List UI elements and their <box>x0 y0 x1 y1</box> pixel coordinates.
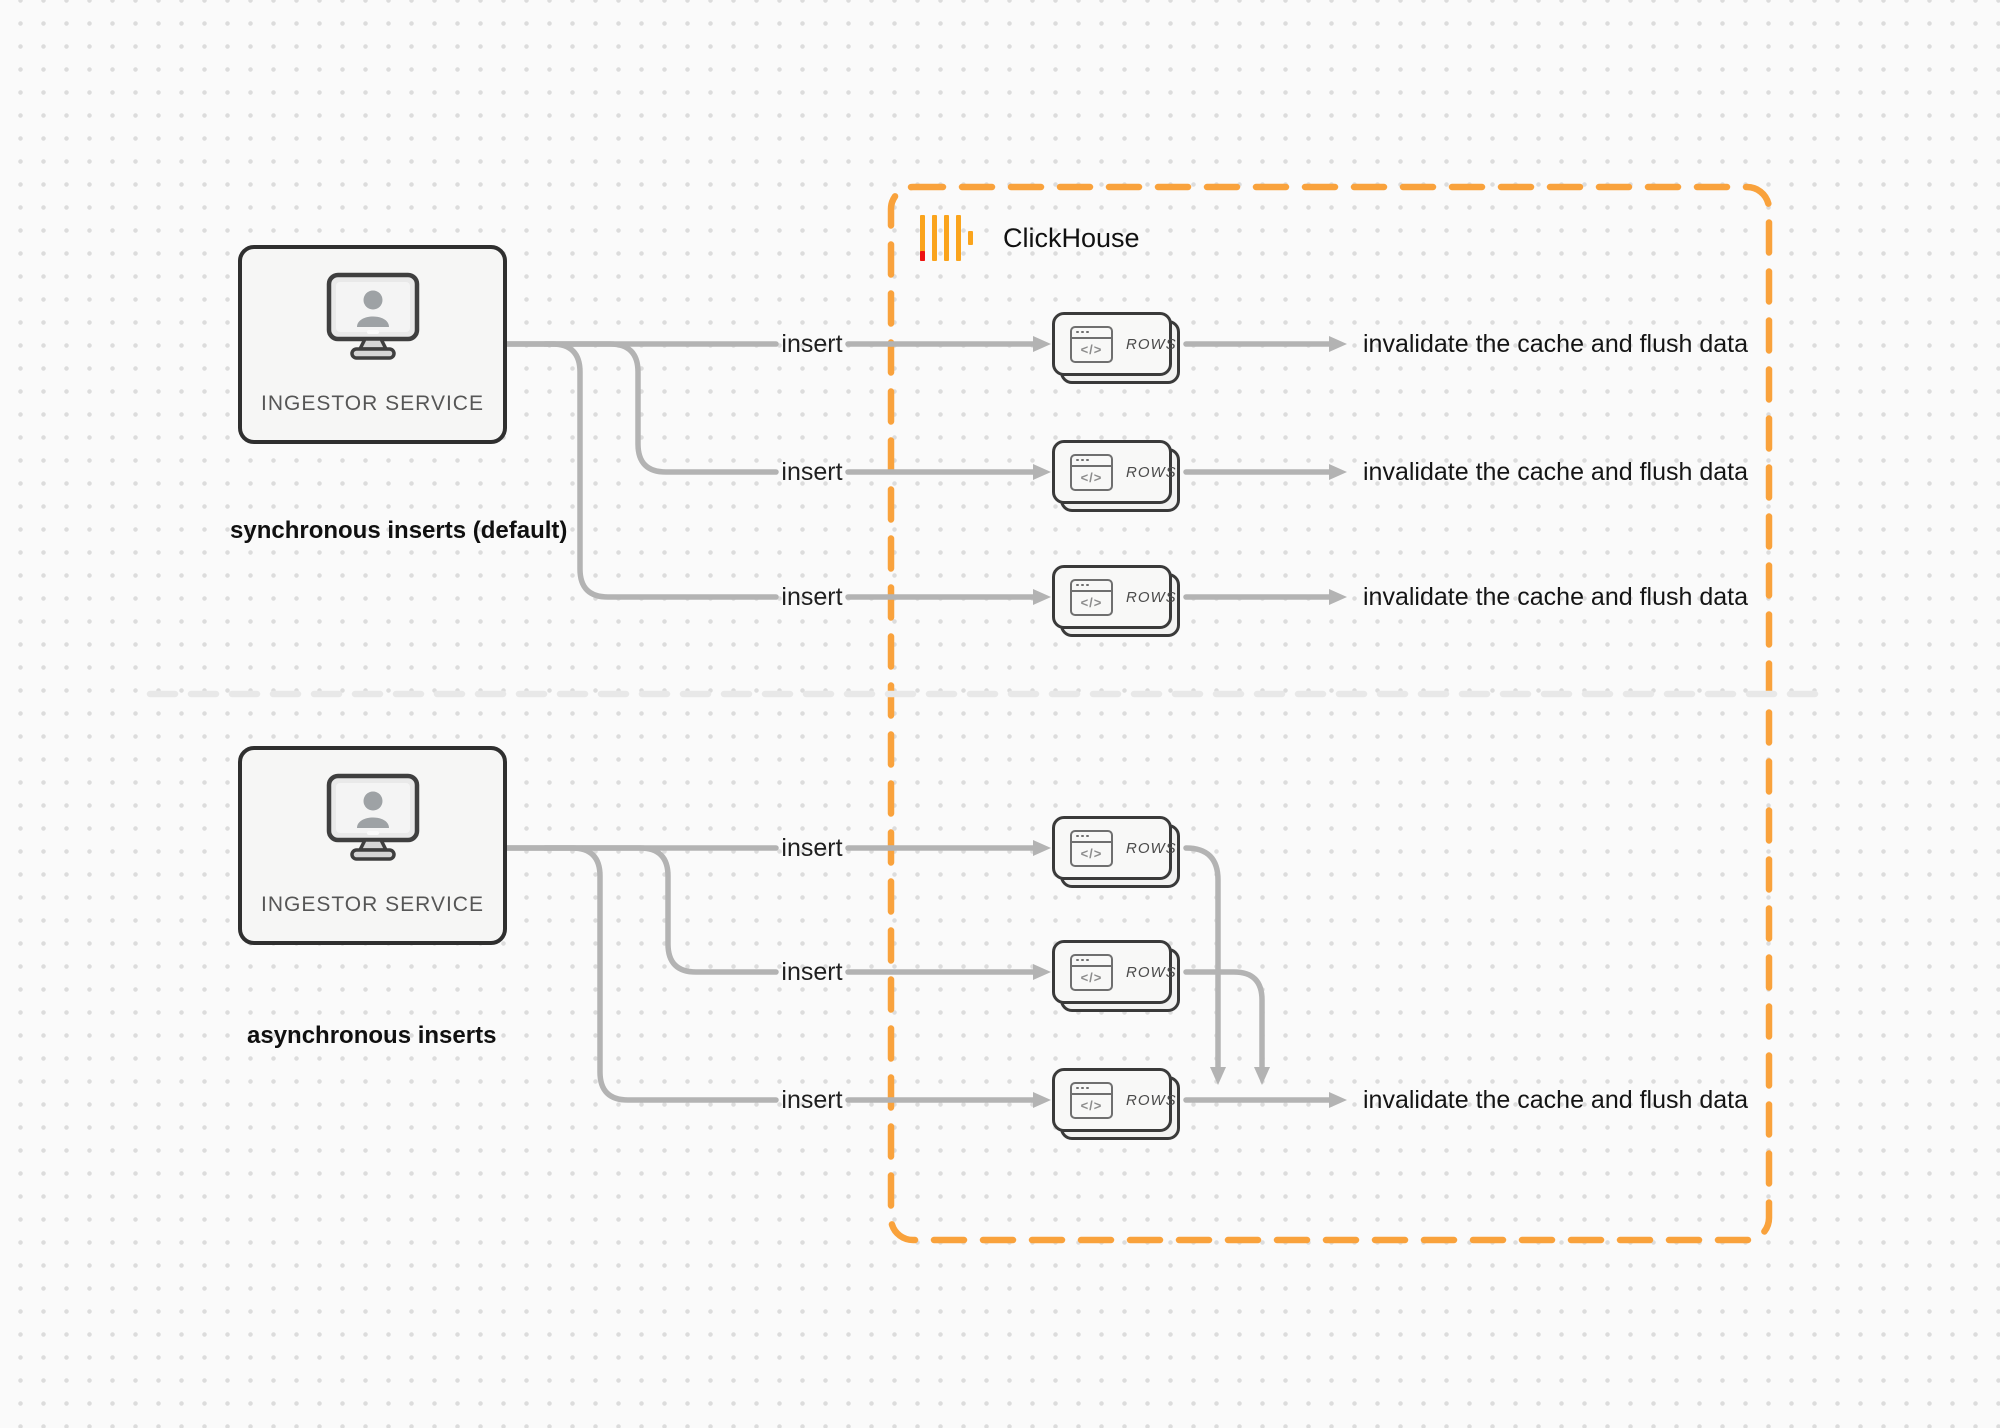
sync-insert-line-3-pre <box>504 341 779 600</box>
ingestor-service-box-sync: INGESTOR SERVICE <box>238 245 507 444</box>
window-dots <box>1072 832 1111 843</box>
rows-label: ROWS <box>1126 463 1177 481</box>
rows-card: </> ROWS <box>1052 565 1180 637</box>
rows-label: ROWS <box>1126 839 1177 857</box>
window-dots <box>1072 956 1111 967</box>
window-dots <box>1072 1084 1111 1095</box>
rows-card-front-layer: </> ROWS <box>1052 312 1176 376</box>
code-glyph: </> <box>1080 846 1103 861</box>
result-label: invalidate the cache and flush data <box>1363 1086 1748 1114</box>
code-window-icon: </> <box>1070 1081 1113 1119</box>
rows-card: </> ROWS <box>1052 816 1180 888</box>
async-caption: asynchronous inserts <box>247 1022 497 1049</box>
insert-label: insert <box>781 958 843 986</box>
clickhouse-title: ClickHouse <box>1003 222 1140 253</box>
clickhouse-logo-icon <box>920 215 973 261</box>
async-insert-line-3-pre <box>504 845 779 1103</box>
sync-caption: synchronous inserts (default) <box>230 517 568 544</box>
service-label-async: INGESTOR SERVICE <box>261 893 484 916</box>
async-merge-arrow-2 <box>1183 969 1270 1085</box>
rows-card: </> ROWS <box>1052 1068 1180 1140</box>
code-window-icon: </> <box>1070 453 1113 491</box>
rows-card: </> ROWS <box>1052 312 1180 384</box>
async-insert-line-2-pre <box>542 845 779 975</box>
rows-label: ROWS <box>1126 963 1177 981</box>
code-glyph: </> <box>1080 342 1103 357</box>
code-glyph: </> <box>1080 1098 1103 1113</box>
insert-label: insert <box>781 583 843 611</box>
service-label-sync: INGESTOR SERVICE <box>261 392 484 415</box>
rows-card-front-layer: </> ROWS <box>1052 440 1176 504</box>
rows-card-front-layer: </> ROWS <box>1052 816 1176 880</box>
rows-label: ROWS <box>1126 335 1177 353</box>
sync-insert-line-2-pre <box>542 341 779 475</box>
rows-card-front-layer: </> ROWS <box>1052 940 1176 1004</box>
insert-label: insert <box>781 834 843 862</box>
result-label: invalidate the cache and flush data <box>1363 458 1748 486</box>
rows-label: ROWS <box>1126 588 1177 606</box>
code-glyph: </> <box>1080 595 1103 610</box>
rows-label: ROWS <box>1126 1091 1177 1109</box>
code-window-icon: </> <box>1070 829 1113 867</box>
window-dots <box>1072 581 1111 592</box>
result-label: invalidate the cache and flush data <box>1363 330 1748 358</box>
rows-card: </> ROWS <box>1052 940 1180 1012</box>
rows-card-front-layer: </> ROWS <box>1052 565 1176 629</box>
window-dots <box>1072 456 1111 467</box>
window-dots <box>1072 328 1111 339</box>
insert-label: insert <box>781 330 843 358</box>
rows-card: </> ROWS <box>1052 440 1180 512</box>
clickhouse-dashed-border <box>887 183 1773 1244</box>
code-glyph: </> <box>1080 470 1103 485</box>
insert-label: insert <box>781 1086 843 1114</box>
code-window-icon: </> <box>1070 578 1113 616</box>
code-window-icon: </> <box>1070 325 1113 363</box>
clickhouse-header: ClickHouse <box>918 213 1140 263</box>
ingestor-service-box-async: INGESTOR SERVICE <box>238 746 507 945</box>
code-window-icon: </> <box>1070 953 1113 991</box>
async-merge-arrow-1 <box>1183 845 1226 1085</box>
insert-label: insert <box>781 458 843 486</box>
result-label: invalidate the cache and flush data <box>1363 583 1748 611</box>
monitor-user-icon <box>321 271 425 368</box>
rows-card-front-layer: </> ROWS <box>1052 1068 1176 1132</box>
code-glyph: </> <box>1080 970 1103 985</box>
monitor-user-icon <box>321 772 425 869</box>
